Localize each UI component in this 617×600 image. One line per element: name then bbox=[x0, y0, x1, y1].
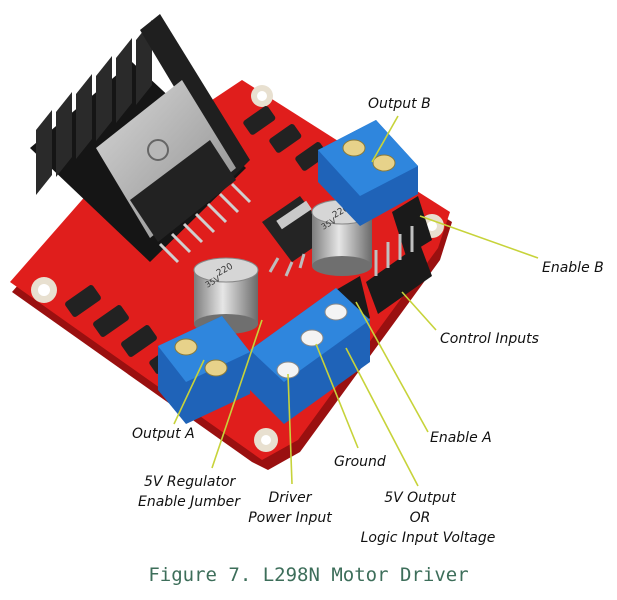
terminal-block-output-a bbox=[158, 316, 250, 424]
label-enable-b: Enable B bbox=[542, 260, 604, 276]
figure-caption: Figure 7. L298N Motor Driver bbox=[148, 564, 469, 586]
leader-line-5v-regulator bbox=[211, 319, 263, 469]
mounting-hole bbox=[254, 428, 278, 452]
label-5v-output-line3: Logic Input Voltage bbox=[361, 530, 496, 546]
label-output-b: Output B bbox=[368, 96, 431, 112]
leader-line-output-b bbox=[371, 115, 399, 163]
leader-line-enable-a bbox=[355, 301, 429, 433]
label-5v-output-line1: 5V Output bbox=[384, 490, 456, 506]
leader-line-ground bbox=[315, 343, 359, 449]
leader-line-enable-b bbox=[419, 215, 539, 259]
label-output-a: Output A bbox=[132, 426, 195, 442]
label-ground: Ground bbox=[334, 454, 386, 470]
label-5v-regulator-line1: 5V Regulator bbox=[144, 474, 237, 490]
terminal-block-output-b bbox=[318, 120, 418, 226]
label-5v-regulator-line2: Enable Jumber bbox=[138, 494, 241, 510]
leader-line-driver-power bbox=[287, 373, 293, 485]
label-control-inputs: Control Inputs bbox=[440, 331, 539, 347]
label-driver-power-line1: Driver bbox=[268, 490, 312, 506]
leader-line-control-inputs bbox=[401, 291, 437, 331]
leader-line-output-a bbox=[173, 359, 205, 425]
diode-row-top bbox=[243, 106, 328, 171]
leader-line-5v-output bbox=[345, 347, 419, 487]
label-enable-a: Enable A bbox=[430, 430, 492, 446]
mounting-hole bbox=[251, 85, 273, 107]
control-input-header bbox=[366, 226, 432, 314]
label-5v-output-line2: OR bbox=[410, 510, 431, 526]
terminal-block-power bbox=[250, 288, 370, 424]
l298n-chip bbox=[96, 80, 252, 264]
mounting-hole bbox=[31, 277, 57, 303]
label-driver-power-line2: Power Input bbox=[248, 510, 332, 526]
